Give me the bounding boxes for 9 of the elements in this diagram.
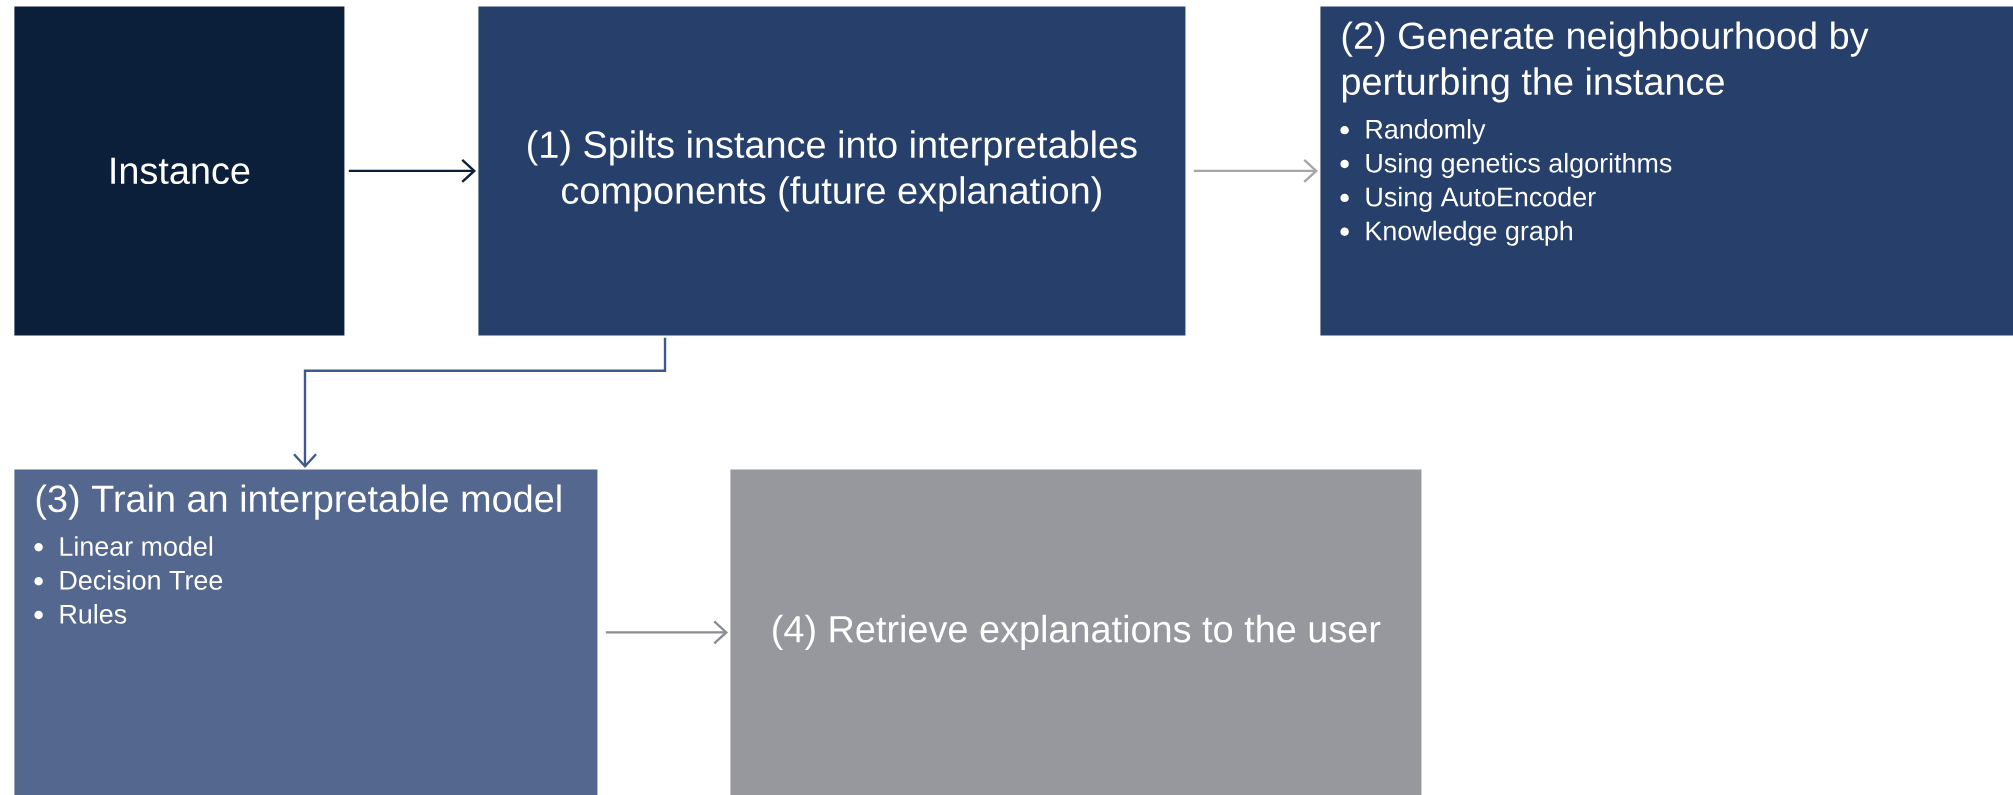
arrow bbox=[293, 337, 667, 468]
process-box: (2) Generate neighbourhood by perturbing the instance Randomly Using genetics algorithms Using AutoEncoder Knowledge graph bbox=[1320, 6, 2013, 336]
process-box: (3) Train an interpretable model Linear model Decision Tree Rules bbox=[14, 469, 598, 795]
arrow bbox=[1193, 159, 1318, 183]
process-box: Instance bbox=[14, 6, 345, 336]
arrow bbox=[605, 620, 728, 645]
process-box: (1) Spilts instance into interpretables components (future explanation) bbox=[478, 6, 1186, 336]
process-box: (4) Retrieve explanations to the user bbox=[730, 469, 1422, 795]
arrow bbox=[348, 159, 476, 183]
